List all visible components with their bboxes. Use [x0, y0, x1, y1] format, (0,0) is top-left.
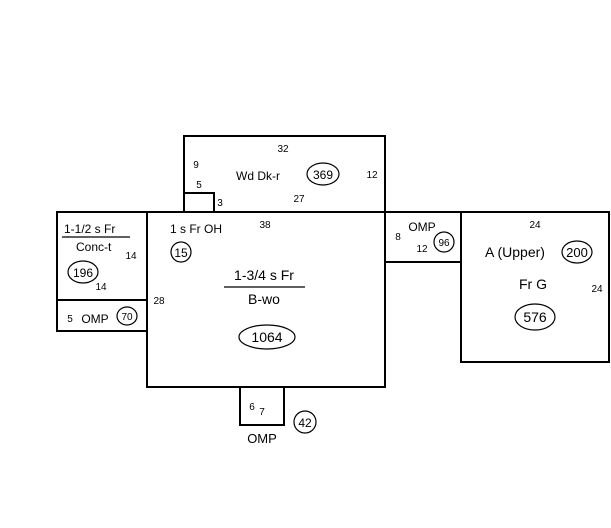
wood-deck-notch — [183, 192, 215, 213]
deck-label: Wd Dk-r — [236, 169, 280, 183]
overhang-area-circle — [170, 241, 192, 263]
left-wing-foundation-label: Conc-t — [76, 240, 112, 254]
main-area: 1064 — [251, 329, 282, 345]
garage-area-circle — [514, 303, 556, 331]
overhang-area: 15 — [174, 246, 188, 260]
left-wing-story-label: 1-1/2 s Fr — [64, 222, 115, 236]
garage-section: 24 A (Upper) 200 Fr G 576 24 — [460, 211, 610, 363]
bottom-porch-dimension-a: 6 — [249, 402, 255, 413]
main-top-dimension: 38 — [259, 220, 271, 231]
deck-bottom-dimension: 27 — [293, 194, 305, 205]
deck-notch-dimension-a: 5 — [196, 180, 202, 191]
right-porch-left-dimension: 8 — [395, 232, 401, 243]
left-porch-section: 5 OMP 70 — [56, 299, 148, 332]
garage-outline — [460, 211, 610, 363]
right-porch-bottom-dimension: 12 — [416, 244, 428, 255]
left-porch-label: OMP — [81, 312, 108, 326]
main-foundation-label: B-wo — [248, 291, 280, 307]
left-wing-area-circle — [67, 260, 99, 284]
overhang-label: 1 s Fr OH — [170, 222, 222, 236]
bottom-porch-area: 42 — [298, 416, 312, 430]
main-left-dimension: 28 — [153, 296, 165, 307]
left-wing-bottom-dimension: 14 — [95, 282, 107, 293]
main-house-section: 1 s Fr OH 15 38 28 1-3/4 s Fr B-wo 1064 — [146, 211, 386, 388]
deck-area-circle — [306, 162, 340, 186]
right-porch-section: OMP 8 12 96 — [384, 211, 462, 263]
bottom-porch-dimension-b: 7 — [259, 407, 265, 418]
bottom-porch-section: 6 7 OMP 42 — [239, 386, 317, 446]
left-porch-dimension: 5 — [67, 314, 73, 325]
garage-label: Fr G — [519, 276, 547, 292]
garage-right-dimension: 24 — [591, 284, 603, 295]
garage-upper-area: 200 — [566, 245, 588, 260]
left-porch-area-circle — [116, 306, 138, 326]
wood-deck-section: 32 9 Wd Dk-r 369 12 27 5 3 — [183, 135, 386, 213]
deck-top-dimension: 32 — [277, 144, 289, 155]
left-wing-right-dimension: 14 — [125, 251, 137, 262]
bottom-porch-label: OMP — [247, 431, 277, 446]
main-story-label: 1-3/4 s Fr — [234, 267, 294, 283]
deck-area: 369 — [313, 168, 333, 182]
deck-notch-dimension-b: 3 — [217, 198, 223, 209]
deck-right-dimension: 12 — [366, 170, 378, 181]
left-wing-section: 1-1/2 s Fr Conc-t 196 14 14 — [56, 211, 148, 301]
garage-area: 576 — [523, 309, 547, 325]
right-porch-label: OMP — [408, 220, 435, 234]
left-wing-area: 196 — [73, 266, 93, 280]
bottom-porch-area-circle — [293, 410, 317, 434]
deck-left-dimension: 9 — [193, 160, 199, 171]
main-area-circle — [238, 324, 296, 350]
right-porch-area: 96 — [438, 238, 450, 249]
garage-top-dimension: 24 — [529, 220, 541, 231]
right-porch-area-circle — [433, 231, 455, 253]
garage-upper-area-circle — [561, 240, 593, 264]
garage-upper-label: A (Upper) — [485, 244, 545, 260]
bottom-porch-outline — [239, 386, 285, 426]
left-porch-area: 70 — [121, 312, 133, 323]
